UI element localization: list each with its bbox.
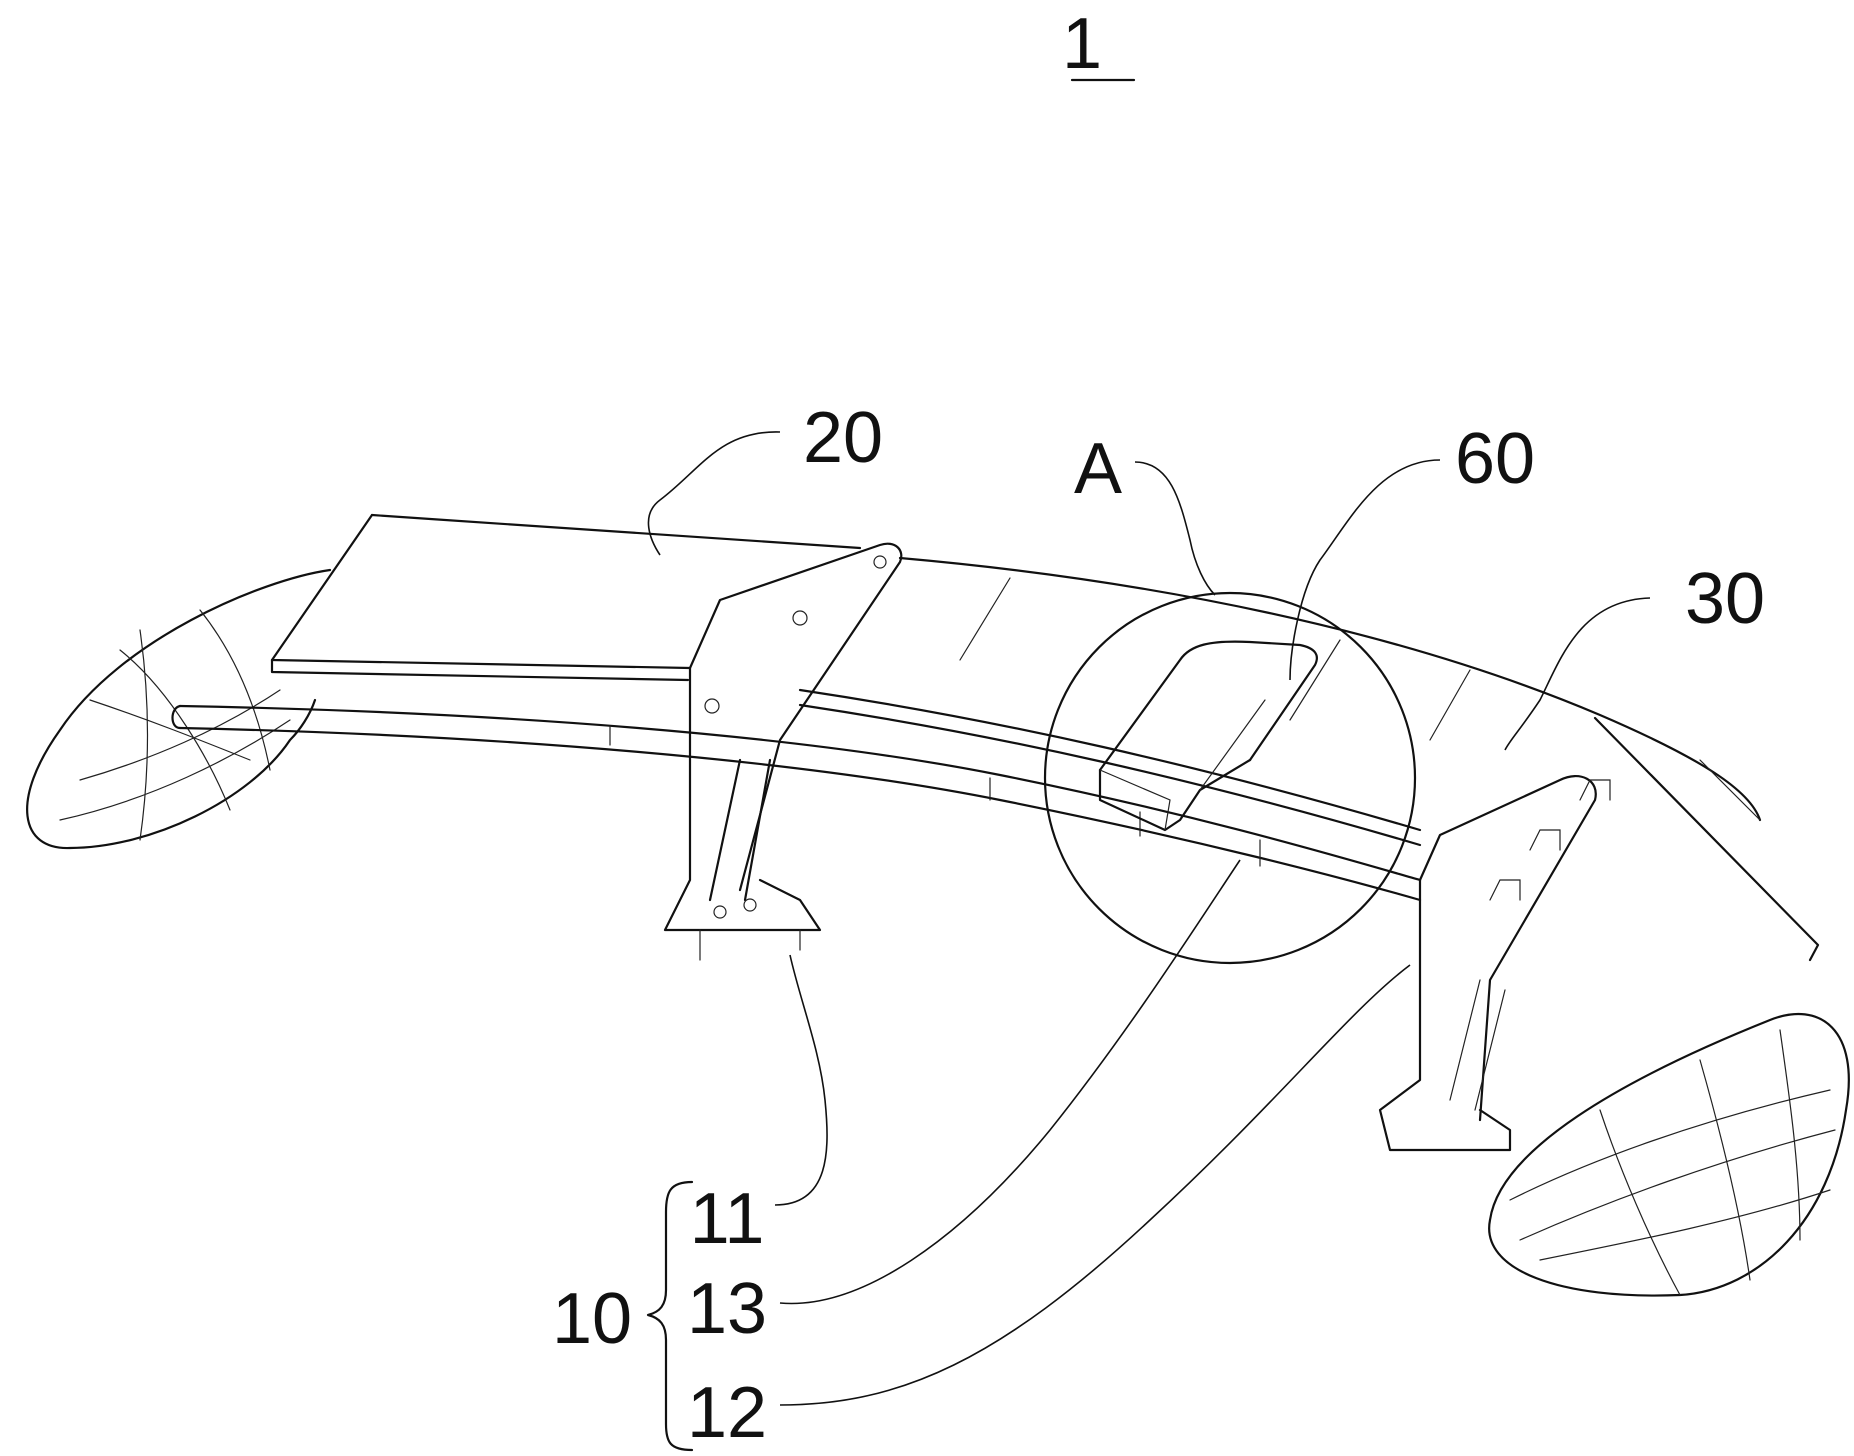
- leader-11: [774, 954, 828, 1206]
- leader-a: [1134, 461, 1216, 596]
- label-12: 12: [687, 1373, 767, 1453]
- leader-60: [1289, 459, 1441, 681]
- leader-20: [647, 431, 781, 556]
- label-a: A: [1074, 429, 1122, 509]
- leader-30: [1504, 597, 1651, 751]
- figure-number: 1: [1062, 4, 1102, 84]
- label-20: 20: [803, 398, 883, 478]
- label-30: 30: [1685, 559, 1765, 639]
- right-support: [1378, 775, 1611, 1152]
- label-11: 11: [690, 1179, 765, 1259]
- detail-circle-a: [1043, 591, 1417, 965]
- left-support: [663, 542, 903, 961]
- lower-wing: [171, 688, 1422, 902]
- label-60: 60: [1455, 419, 1535, 499]
- label-13: 13: [687, 1269, 767, 1349]
- label-10: 10: [552, 1279, 632, 1359]
- leader-13: [779, 859, 1241, 1305]
- upper-wing: [270, 513, 1820, 962]
- rear-spoiler-drawing: [26, 513, 1850, 1297]
- leader-12: [779, 964, 1411, 1406]
- right-end-plate: [1488, 1012, 1850, 1297]
- assembly-brace: [646, 1180, 694, 1452]
- left-end-plate: [26, 568, 332, 850]
- block-60: [1098, 640, 1318, 832]
